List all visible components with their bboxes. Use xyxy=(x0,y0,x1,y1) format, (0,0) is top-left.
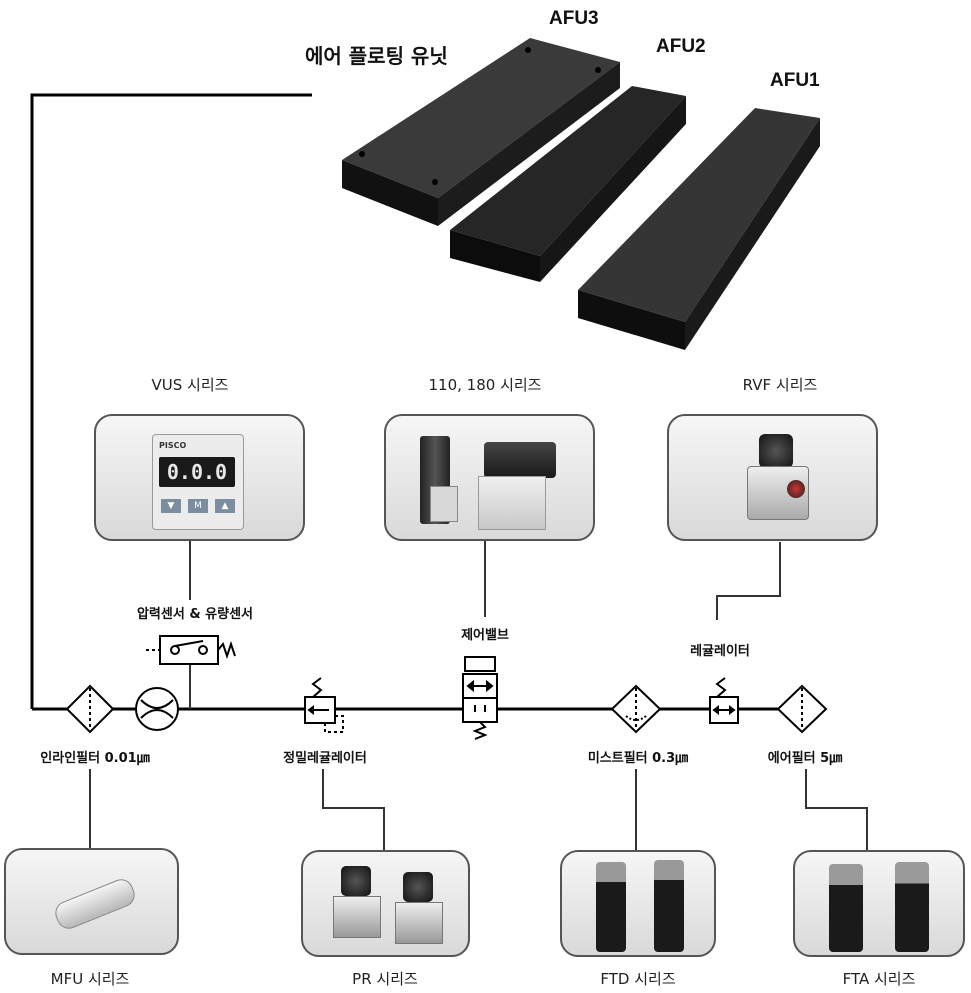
ftd-unit-right xyxy=(654,860,684,952)
inline-filter-label: 인라인필터 0.01㎛ xyxy=(20,747,170,766)
mist-filter-symbol xyxy=(612,686,660,732)
pr-unit-left-body xyxy=(333,896,381,938)
mist-filter-label: 미스트필터 0.3㎛ xyxy=(568,747,708,766)
precision-regulator-label: 정밀레귤레이터 xyxy=(260,747,390,766)
flow-sensor-symbol xyxy=(136,688,178,730)
ftd-filter-photo xyxy=(560,850,716,957)
ftd-series-label: FTD 시리즈 xyxy=(578,968,698,989)
valve-large-body xyxy=(478,476,546,530)
pr-series-label: PR 시리즈 xyxy=(325,968,445,989)
sensor-key-mode: M xyxy=(188,499,208,513)
control-valve-photo xyxy=(384,414,595,541)
air-filter-symbol xyxy=(778,686,826,732)
mfu-series-label: MFU 시리즈 xyxy=(30,968,150,989)
sensor-display: 0.0.0 xyxy=(159,457,235,487)
ftd-unit-left xyxy=(596,862,626,952)
fta-series-label: FTA 시리즈 xyxy=(819,968,939,989)
mfu-filter-photo xyxy=(4,848,179,955)
regulator-knob xyxy=(759,434,793,468)
regulator-gauge xyxy=(787,480,805,498)
fta-unit-right xyxy=(895,862,929,952)
vus-sensor-photo: PISCO 0.0.0 ▼ M ▲ xyxy=(94,414,305,541)
control-valve-symbol xyxy=(463,657,497,739)
pressure-switch-symbol xyxy=(146,636,235,664)
valve-large-coil xyxy=(484,442,556,478)
precision-regulator-symbol xyxy=(305,678,343,732)
pr-regulator-photo xyxy=(301,850,470,957)
air-filter-label: 에어필터 5㎛ xyxy=(745,747,865,766)
valve-small-body xyxy=(430,486,458,522)
sensor-key-up: ▲ xyxy=(215,499,235,513)
pr-unit-right-knob xyxy=(403,872,433,902)
regulator-label: 레귤레이터 xyxy=(665,640,775,659)
mfu-filter-body xyxy=(52,876,139,933)
fta-filter-photo xyxy=(793,850,965,957)
valve-series-label: 110, 180 시리즈 xyxy=(410,374,560,395)
pressure-sensor-label: 압력센서 & 유량센서 xyxy=(110,603,280,622)
pr-unit-right-body xyxy=(395,902,443,944)
control-valve-label: 제어밸브 xyxy=(440,624,530,643)
regulator-symbol xyxy=(710,678,738,723)
sensor-brand: PISCO xyxy=(159,441,186,450)
fta-unit-left xyxy=(829,864,863,952)
rvf-series-label: RVF 시리즈 xyxy=(720,374,840,395)
sensor-body: PISCO 0.0.0 ▼ M ▲ xyxy=(152,434,244,530)
rvf-regulator-photo xyxy=(667,414,878,541)
inline-filter-symbol xyxy=(67,686,113,732)
sensor-key-down: ▼ xyxy=(161,499,181,513)
pr-unit-left-knob xyxy=(341,866,371,896)
vus-series-label: VUS 시리즈 xyxy=(130,374,250,395)
